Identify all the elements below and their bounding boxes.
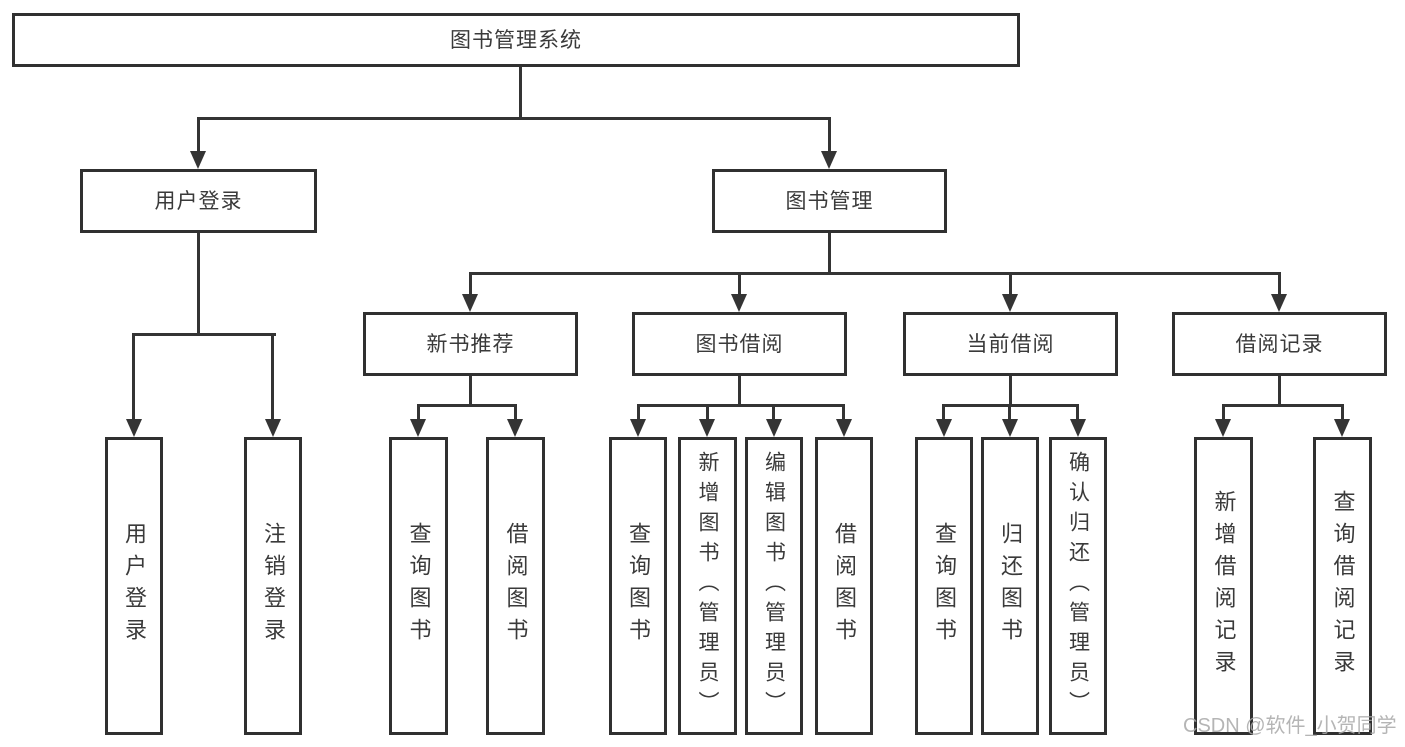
connector-arrowhead [731, 294, 747, 312]
connector-line [271, 333, 274, 421]
connector-line [132, 333, 276, 336]
leaf-edit-book-admin: 编辑图书（管理员） [745, 437, 803, 735]
node-user-login: 用户登录 [80, 169, 317, 233]
connector-line [417, 404, 420, 421]
connector-line [519, 66, 522, 119]
connector-line [469, 272, 1281, 275]
connector-line [197, 117, 831, 120]
node-label: 图书管理系统 [450, 28, 582, 52]
connector-line [1341, 404, 1344, 421]
leaf-confirm-return-admin: 确认归还（管理员） [1049, 437, 1107, 735]
node-library-management-system: 图书管理系统 [12, 13, 1020, 67]
connector-arrowhead [507, 419, 523, 437]
connector-line [637, 404, 845, 407]
connector-arrowhead [1215, 419, 1231, 437]
leaf-borrow-books-borrowing: 借阅图书 [815, 437, 873, 735]
node-label: 查询借阅记录 [1330, 490, 1356, 682]
leaf-return-book: 归还图书 [981, 437, 1039, 735]
connector-line [1009, 376, 1012, 407]
node-label: 用户登录 [154, 189, 243, 213]
connector-line [942, 404, 945, 421]
node-current-borrowing: 当前借阅 [903, 312, 1118, 376]
connector-arrowhead [1271, 294, 1287, 312]
connector-line [197, 117, 200, 153]
node-label: 查询图书 [932, 522, 957, 650]
node-label: 借阅记录 [1235, 332, 1324, 356]
connector-line [1076, 404, 1079, 421]
connector-line [772, 404, 775, 421]
connector-line [417, 404, 517, 407]
connector-arrowhead [190, 151, 206, 169]
leaf-borrow-books-recommend: 借阅图书 [486, 437, 545, 735]
node-borrowing-records: 借阅记录 [1172, 312, 1387, 376]
connector-line [132, 333, 135, 421]
node-label: 归还图书 [998, 522, 1023, 650]
connector-line [738, 376, 741, 407]
connector-arrowhead [699, 419, 715, 437]
connector-line [1222, 404, 1225, 421]
connector-arrowhead [126, 419, 142, 437]
node-label: 确认归还（管理员） [1066, 451, 1090, 721]
connector-line [637, 404, 640, 421]
leaf-logout: 注销登录 [244, 437, 302, 735]
connector-arrowhead [1334, 419, 1350, 437]
leaf-query-books-current: 查询图书 [915, 437, 973, 735]
node-label: 编辑图书（管理员） [762, 451, 786, 721]
node-book-management: 图书管理 [712, 169, 947, 233]
connector-arrowhead [265, 419, 281, 437]
connector-line [1278, 376, 1281, 407]
node-label: 新增图书（管理员） [696, 451, 719, 721]
connector-arrowhead [936, 419, 952, 437]
connector-line [1278, 272, 1281, 298]
leaf-add-borrow-record: 新增借阅记录 [1194, 437, 1253, 735]
connector-line [738, 272, 741, 298]
connector-line [514, 404, 517, 421]
node-label: 注销登录 [261, 522, 286, 650]
node-book-borrowing: 图书借阅 [632, 312, 847, 376]
node-label: 图书管理 [785, 189, 874, 213]
connector-line [197, 233, 200, 336]
connector-arrowhead [462, 294, 478, 312]
node-label: 查询图书 [406, 522, 432, 650]
connector-line [469, 376, 472, 407]
connector-arrowhead [836, 419, 852, 437]
connector-arrowhead [1070, 419, 1086, 437]
connector-arrowhead [1002, 419, 1018, 437]
connector-line [706, 404, 709, 421]
node-label: 借阅图书 [503, 522, 529, 650]
node-new-book-recommendation: 新书推荐 [363, 312, 578, 376]
node-label: 用户登录 [122, 522, 147, 650]
node-label: 当前借阅 [966, 332, 1055, 356]
leaf-query-borrow-record: 查询借阅记录 [1313, 437, 1372, 735]
connector-arrowhead [766, 419, 782, 437]
connector-line [1009, 272, 1012, 298]
leaf-query-books-recommend: 查询图书 [389, 437, 448, 735]
leaf-query-books-borrowing: 查询图书 [609, 437, 667, 735]
connector-line [828, 233, 831, 275]
watermark-text: CSDN @软件_小贺同学 [1183, 715, 1397, 737]
node-label: 新书推荐 [426, 332, 515, 356]
connector-line [828, 117, 831, 153]
leaf-user-login: 用户登录 [105, 437, 163, 735]
connector-line [469, 272, 472, 298]
node-label: 图书借阅 [695, 332, 784, 356]
connector-line [1008, 404, 1011, 421]
node-label: 借阅图书 [832, 522, 857, 650]
connector-line [1222, 404, 1344, 407]
connector-arrowhead [630, 419, 646, 437]
leaf-add-book-admin: 新增图书（管理员） [678, 437, 737, 735]
node-label: 查询图书 [626, 522, 651, 650]
connector-arrowhead [410, 419, 426, 437]
connector-line [842, 404, 845, 421]
connector-arrowhead [821, 151, 837, 169]
connector-arrowhead [1002, 294, 1018, 312]
node-label: 新增借阅记录 [1211, 490, 1237, 682]
